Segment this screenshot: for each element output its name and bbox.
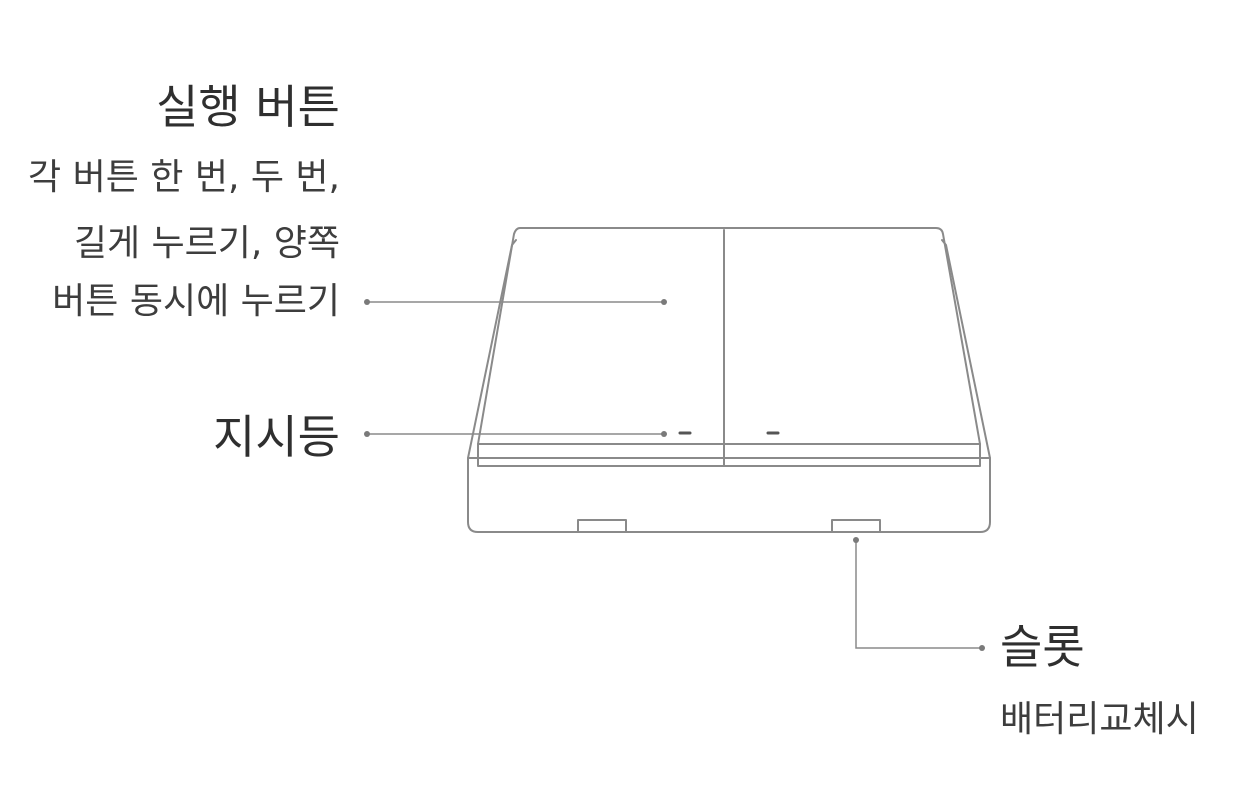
switch-plate-edge — [477, 443, 981, 467]
leader-dot — [364, 431, 370, 437]
slot-right-shape — [831, 519, 881, 533]
switch-base — [467, 457, 991, 533]
switch-frame-right — [941, 239, 991, 459]
slot-desc: 배터리교체시 — [1000, 699, 1199, 740]
action-button-desc-line2: 길게 누르기, 양쪽 — [73, 223, 340, 264]
leader-dot — [661, 299, 667, 305]
slot-left-shape — [577, 519, 627, 533]
leader-dot — [853, 537, 859, 543]
slot-title: 슬롯 — [1000, 620, 1085, 674]
action-button-title: 실행 버튼 — [156, 80, 340, 134]
action-button-desc-line1: 각 버튼 한 번, 두 번, — [28, 157, 340, 198]
switch-frame-left — [467, 239, 517, 459]
leader-line-slot — [855, 540, 982, 649]
leader-dot — [364, 299, 370, 305]
indicator-title: 지시등 — [213, 410, 340, 464]
leader-dot — [979, 645, 985, 651]
action-button-desc-line3: 버튼 동시에 누르기 — [52, 281, 340, 322]
leader-dot — [661, 431, 667, 437]
switch-top-plate — [477, 227, 981, 445]
